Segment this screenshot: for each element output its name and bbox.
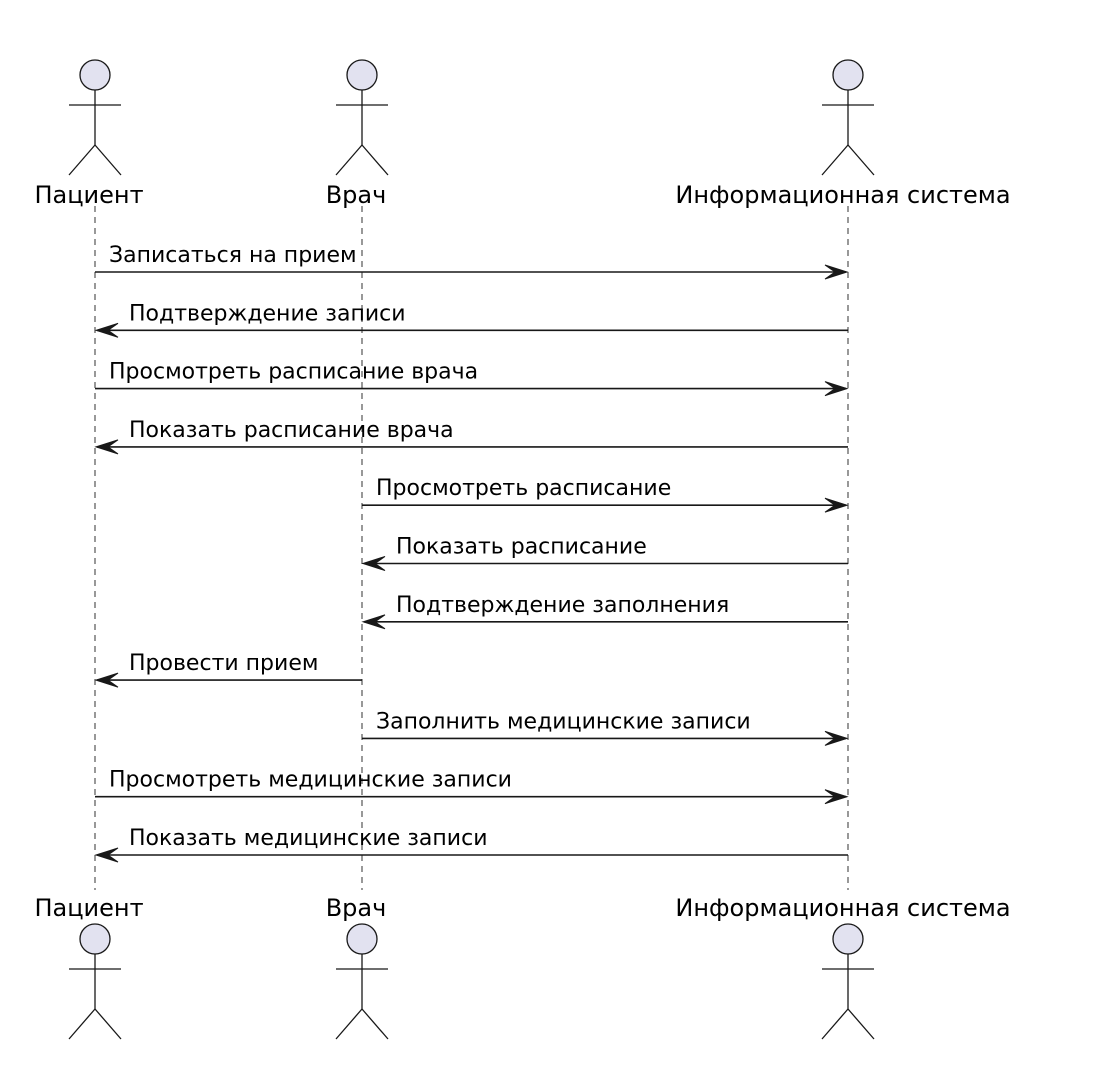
arrowhead-icon <box>94 672 119 688</box>
message: Показать расписание врача <box>94 418 848 455</box>
arrowhead-icon <box>824 381 849 397</box>
actor-leg-left <box>335 1008 363 1040</box>
actor-leg-right <box>847 1008 875 1040</box>
actor-name-bottom: Пациент <box>34 894 143 922</box>
arrowhead-icon <box>824 497 849 513</box>
actor-name-top: Врач <box>326 181 387 209</box>
message-label: Подтверждение записи <box>129 301 406 326</box>
arrowhead-icon <box>361 556 386 571</box>
arrowhead-icon <box>361 614 386 630</box>
message: Записаться на прием <box>95 243 849 280</box>
message-label: Просмотреть расписание врача <box>109 360 478 385</box>
actor-name-bottom: Врач <box>326 894 387 922</box>
actor-leg-left <box>335 144 363 176</box>
actor-leg-left <box>68 1008 96 1040</box>
actor-name-top: Информационная система <box>675 181 1010 209</box>
arrowhead-icon <box>824 789 849 805</box>
actor-head <box>79 59 111 91</box>
message-label: Просмотреть расписание <box>376 476 671 501</box>
message-label: Показать расписание врача <box>129 418 454 443</box>
actor-figure-top <box>335 59 389 176</box>
actor-head <box>832 59 864 91</box>
actors-top: Пациент Врач Информационная система <box>34 59 1011 209</box>
actor-head <box>832 923 864 955</box>
actor-figure-bottom <box>335 923 389 1040</box>
actor-figure-bottom <box>68 923 122 1040</box>
actor-name-bottom: Информационная система <box>675 894 1010 922</box>
message: Заполнить медицинские записи <box>362 709 849 746</box>
message-label: Просмотреть медицинские записи <box>109 768 512 793</box>
actor-leg-right <box>847 144 875 176</box>
actor-leg-right <box>94 144 122 176</box>
actor-leg-right <box>94 1008 122 1040</box>
message: Показать медицинские записи <box>94 826 848 863</box>
actor-name-top: Пациент <box>34 181 143 209</box>
actor-head <box>79 923 111 955</box>
actor-head <box>346 59 378 91</box>
actors-bottom: Пациент Врач Информационная система <box>34 894 1011 1040</box>
arrowhead-icon <box>824 730 849 746</box>
message: Просмотреть расписание <box>362 476 849 513</box>
message-label: Подтверждение заполнения <box>396 593 729 618</box>
message-label: Провести прием <box>129 651 318 676</box>
message-label: Показать медицинские записи <box>129 826 488 851</box>
message-label: Заполнить медицинские записи <box>376 709 751 734</box>
actor-leg-left <box>821 1008 849 1040</box>
arrowhead-icon <box>94 439 119 455</box>
message-label: Записаться на прием <box>109 243 357 268</box>
actor-figure-top <box>68 59 122 176</box>
message: Подтверждение записи <box>94 301 848 338</box>
actor-head <box>346 923 378 955</box>
message-label: Показать расписание <box>396 535 647 560</box>
arrowhead-icon <box>824 264 849 280</box>
actor-leg-right <box>361 144 389 176</box>
actor-leg-right <box>361 1008 389 1040</box>
message: Подтверждение заполнения <box>361 593 848 630</box>
message: Просмотреть медицинские записи <box>95 768 849 805</box>
arrowhead-icon <box>94 847 119 863</box>
arrowhead-icon <box>94 322 119 338</box>
message: Провести прием <box>94 651 362 688</box>
lifelines <box>94 206 849 890</box>
message: Просмотреть расписание врача <box>95 360 849 397</box>
actor-leg-left <box>821 144 849 176</box>
actor-figure-bottom <box>821 923 875 1040</box>
actor-leg-left <box>68 144 96 176</box>
actor-figure-top <box>821 59 875 176</box>
message: Показать расписание <box>361 535 848 571</box>
